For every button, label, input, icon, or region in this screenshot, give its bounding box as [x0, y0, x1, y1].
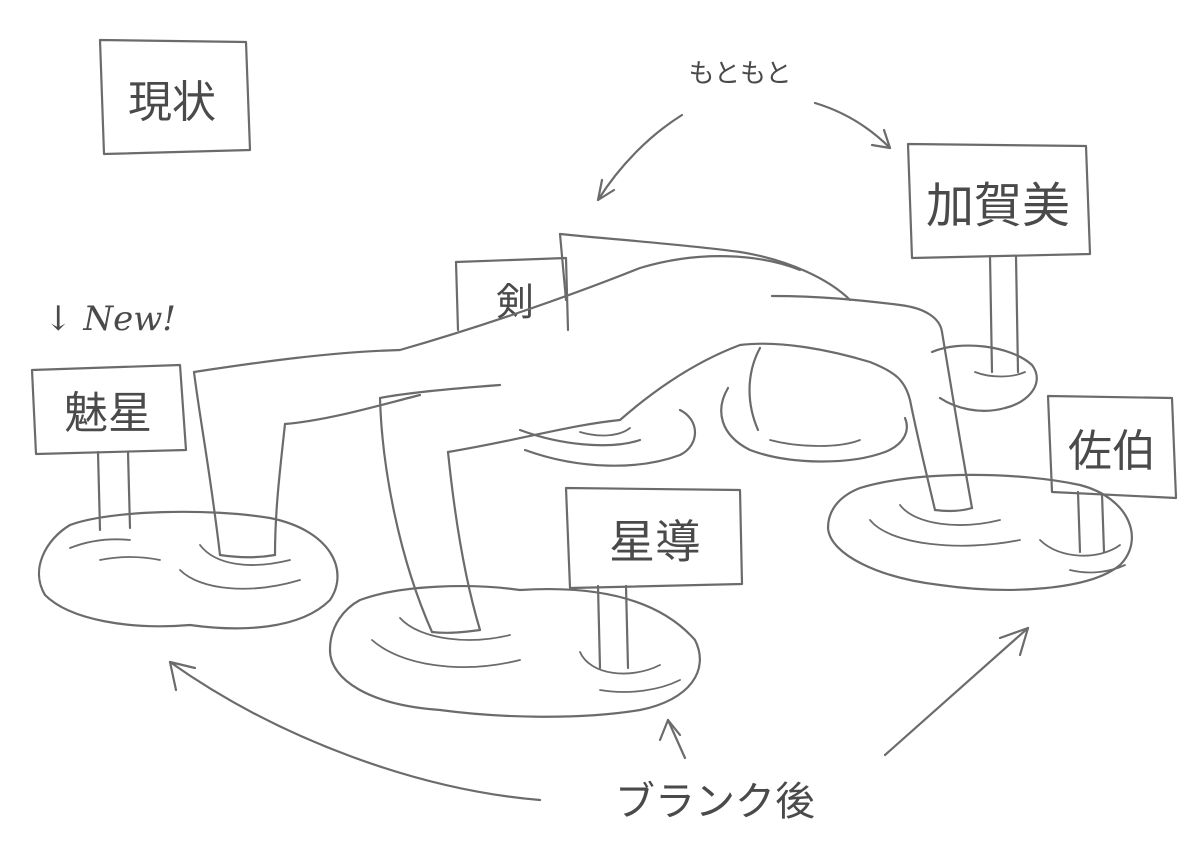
front-leg-left [192, 370, 287, 559]
miyo-label: 魅星 [64, 388, 152, 439]
figure-body [192, 232, 944, 454]
back-leg-left [518, 408, 696, 467]
front-leg-right [908, 330, 974, 513]
saiki-sign: 佐伯 [1046, 394, 1178, 554]
arrow-up-line [666, 718, 687, 760]
kagami-sign: 加賀美 [906, 142, 1092, 412]
arrow-left-head [596, 178, 616, 202]
kagami-label: 加賀美 [926, 178, 1070, 234]
arrow-right-long-head [998, 626, 1030, 657]
puddle-right [826, 473, 1133, 591]
originally-label: もともと [689, 59, 792, 89]
arrow-up-head [658, 718, 682, 742]
puddle-center [328, 585, 701, 718]
arrow-right-head [870, 128, 892, 150]
originally-annotation: もともと [596, 59, 892, 202]
saiki-label: 佐伯 [1068, 426, 1156, 477]
miyo-sign: ↓ New! 魅星 [30, 299, 188, 532]
arrow-right-long-line [883, 626, 1030, 757]
puddle-left [37, 510, 339, 630]
tsurugi-sign: 剣 [454, 232, 570, 332]
after-blank-label: ブランク後 [615, 779, 815, 825]
after-blank-annotation: ブランク後 [168, 626, 1030, 825]
hoshimichi-label: 星導 [609, 515, 701, 569]
current-state-label: 現状 [128, 77, 216, 128]
front-leg-middle [378, 383, 502, 634]
current-state-sign: 現状 [98, 38, 252, 156]
tsurugi-label: 剣 [496, 280, 534, 324]
hoshimichi-sign: 星導 [564, 486, 744, 670]
arrow-left-curve [596, 113, 684, 202]
arrow-left-long-curve [168, 660, 542, 802]
arrow-left-long-head [168, 660, 197, 692]
arrow-right-curve [813, 101, 892, 150]
new-annotation: ↓ New! [44, 299, 176, 339]
back-leg-right [720, 346, 908, 463]
